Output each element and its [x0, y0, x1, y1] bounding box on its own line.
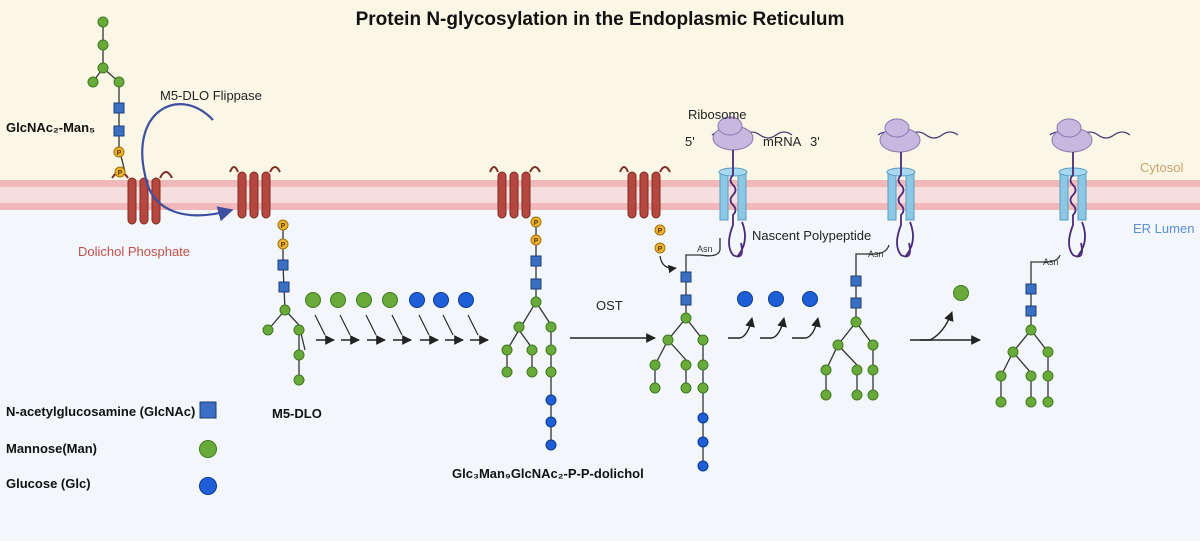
- er-lumen-label: ER Lumen: [1133, 221, 1194, 236]
- asn-label-2: Asn: [868, 249, 884, 259]
- svg-text:P: P: [281, 223, 286, 230]
- legend-label-glcnac: N-acetylglucosamine (GlcNAc): [6, 404, 195, 419]
- ribosome-label: Ribosome: [688, 107, 747, 122]
- glc3-man9-glcnac2-pp-dolichol: P P: [501, 216, 557, 451]
- cytosol-region: [0, 0, 1200, 188]
- legend: N-acetylglucosamine (GlcNAc) Mannose(Man…: [6, 401, 217, 495]
- dolichol-phosphate-label: Dolichol Phosphate: [78, 244, 190, 259]
- dolichol-protein-2: [229, 166, 281, 219]
- luminal-m5-dlo: P P: [262, 219, 306, 386]
- diagram-title: Protein N-glycosylation in the Endoplasm…: [356, 9, 845, 30]
- mrna-label: mRNA: [763, 134, 802, 149]
- flippase-label: M5-DLO Flippase: [160, 88, 262, 103]
- nascent-polypeptide-label: Nascent Polypeptide: [752, 228, 871, 243]
- ribosome-translocon-2: [877, 118, 959, 258]
- ribosome-translocon-3: [1049, 118, 1131, 258]
- ost-label: OST: [596, 298, 623, 313]
- glc3-precursor-label: Glc₃Man₉GlcNAc₂-P-P-dolichol: [452, 466, 644, 481]
- dolichol-protein-1: [111, 171, 173, 225]
- glcnac2-man5-label: GlcNAc₂-Man₅: [6, 120, 95, 135]
- three-prime-label: 3': [810, 134, 820, 149]
- cytosol-label: Cytosol: [1140, 160, 1183, 175]
- cytosolic-m5-dlo: P P: [87, 16, 126, 178]
- five-prime-label: 5': [685, 134, 695, 149]
- legend-mannose-circle-icon: [199, 440, 217, 458]
- dolichol-protein-3: [489, 166, 541, 219]
- mannose-trimming: [910, 285, 981, 345]
- asn-label-3: Asn: [1043, 257, 1059, 267]
- svg-text:P: P: [534, 238, 539, 245]
- svg-text:P: P: [117, 150, 122, 157]
- glycan-on-asn-2: [820, 244, 890, 401]
- legend-label-mannose: Mannose(Man): [6, 441, 97, 456]
- svg-text:P: P: [658, 228, 663, 235]
- glycan-on-asn-1: [649, 238, 721, 472]
- glucose-trimming-sequence: [728, 291, 821, 339]
- svg-text:P: P: [118, 170, 123, 177]
- sugar-addition-sequence: [305, 292, 489, 345]
- pp-dolichol-after-transfer: P P: [654, 224, 677, 274]
- er-lumen-region: [0, 188, 1200, 536]
- asn-label-1: Asn: [697, 244, 713, 254]
- er-membrane: [0, 180, 1200, 210]
- svg-text:P: P: [534, 220, 539, 227]
- dolichol-protein-4: [619, 166, 671, 219]
- svg-text:P: P: [281, 242, 286, 249]
- legend-label-glucose: Glucose (Glc): [6, 476, 91, 491]
- legend-glucose-circle-icon: [199, 477, 217, 495]
- glycan-on-asn-3: [995, 254, 1061, 408]
- legend-glcnac-square-icon: [199, 401, 217, 419]
- flippase-arrow: [141, 103, 234, 222]
- svg-text:P: P: [658, 246, 663, 253]
- m5-dlo-label: M5-DLO: [272, 406, 322, 421]
- ribosome-translocon-1: [711, 116, 793, 258]
